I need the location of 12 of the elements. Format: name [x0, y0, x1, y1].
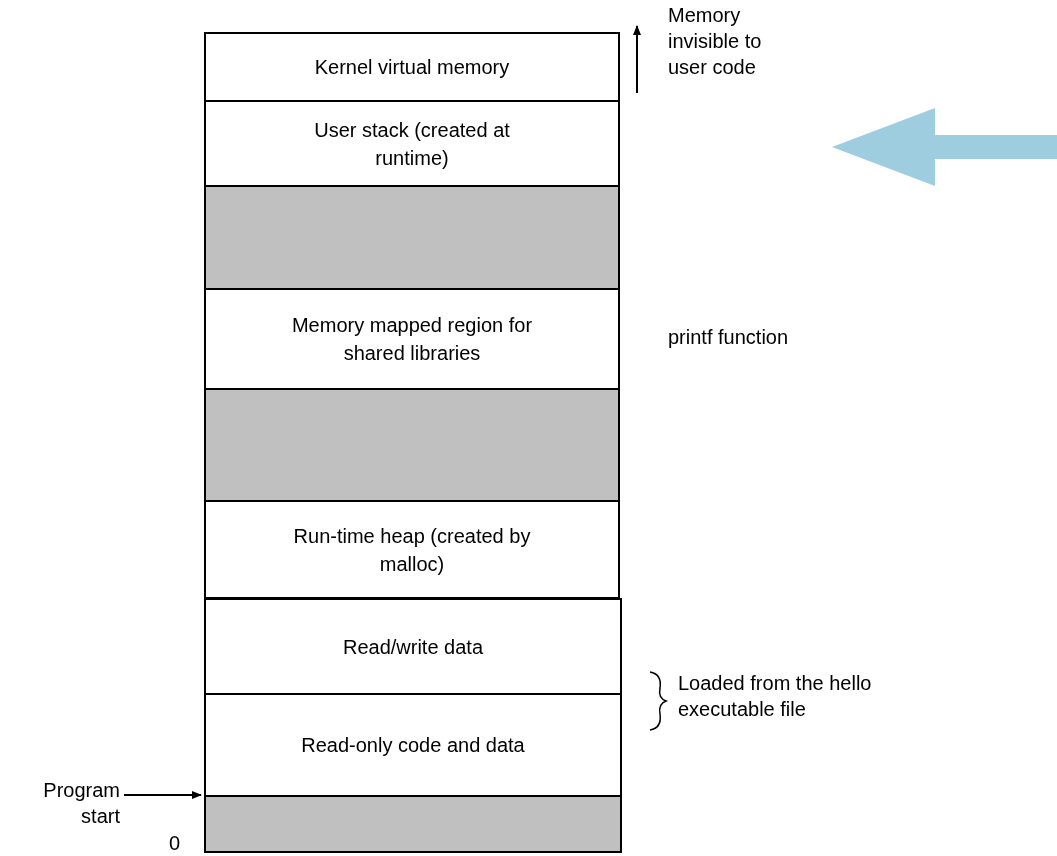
- memory-segment: Read/write data: [204, 598, 622, 695]
- pointer-text: Program start: [10, 777, 120, 829]
- annotation-text: printf function: [668, 325, 790, 350]
- memory-segment: Run-time heap (created by malloc): [204, 500, 620, 599]
- arrow: [123, 791, 202, 799]
- memory-segment: Kernel virtual memory: [204, 32, 620, 102]
- unused-memory-area: [204, 185, 620, 290]
- unused-memory-area: [204, 795, 622, 853]
- direction-note: Memory invisible to user code: [668, 3, 763, 80]
- annotation-text: Loaded from the hello executable file: [678, 671, 873, 722]
- axis-value: 0: [167, 831, 180, 856]
- unused-memory-area: [204, 388, 620, 502]
